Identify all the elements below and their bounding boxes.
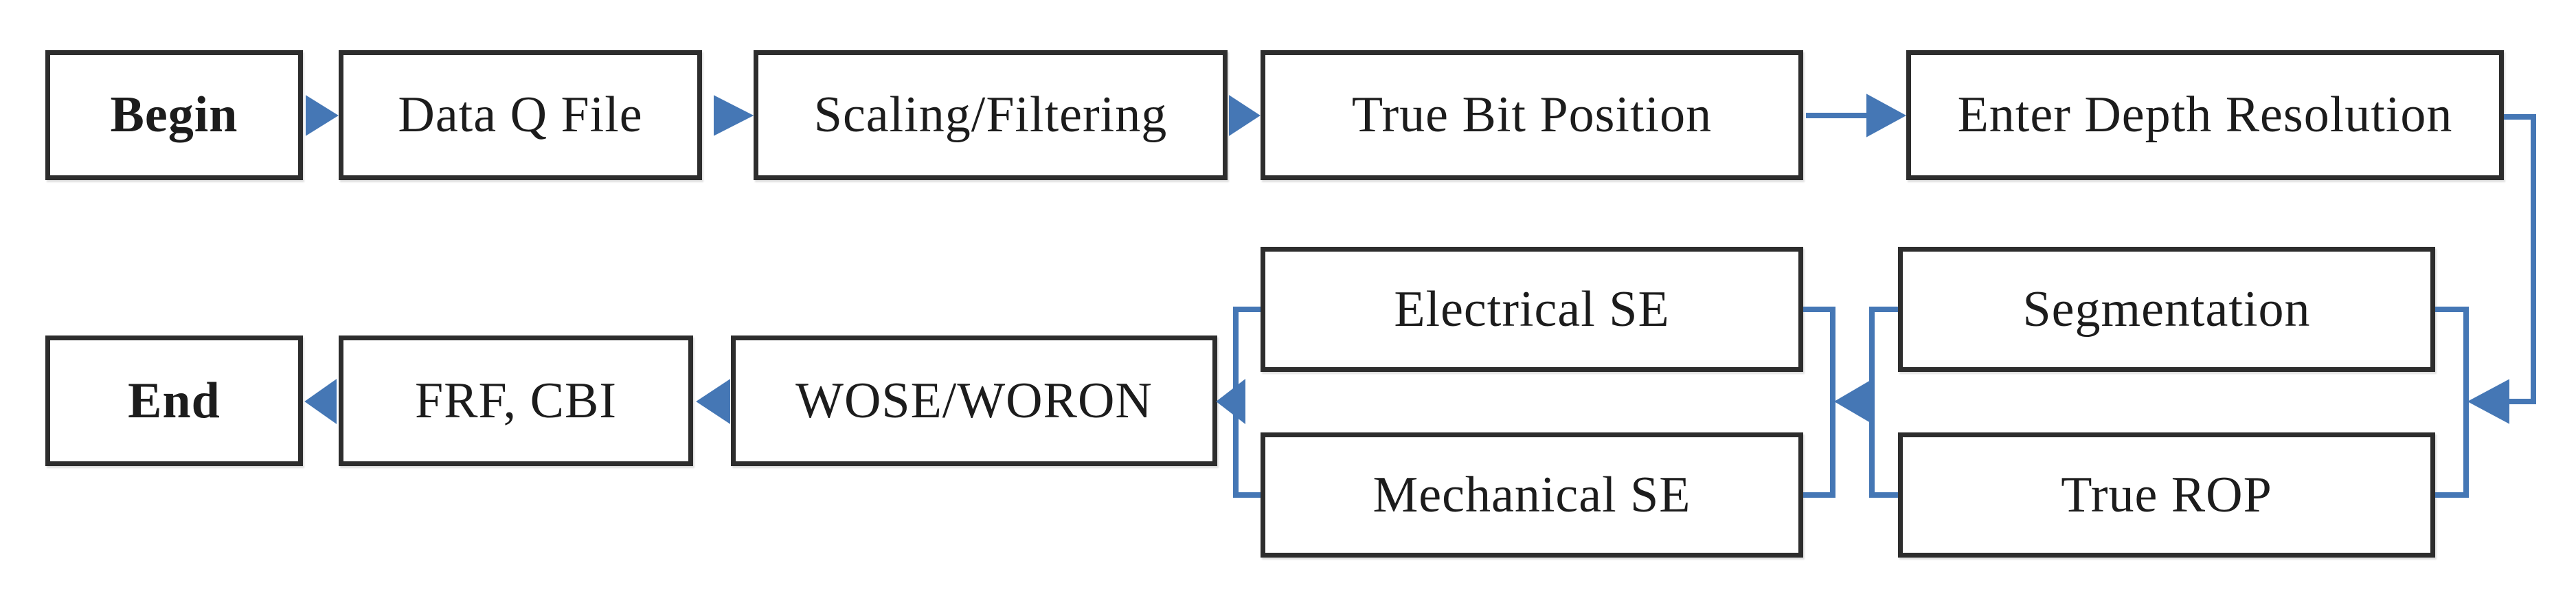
node-end-label: End bbox=[128, 372, 221, 429]
node-electrical-se-label: Electrical SE bbox=[1394, 280, 1670, 338]
node-enter-depth-resolution-label: Enter Depth Resolution bbox=[1957, 87, 2453, 143]
node-segmentation-label: Segmentation bbox=[2022, 280, 2311, 338]
bracket-segmentation-true-rop-left bbox=[1869, 307, 1898, 498]
arrow-segmentation-group-to-se-group bbox=[1834, 379, 1873, 424]
arrow-data-q-file-to-scaling-filtering bbox=[714, 95, 754, 136]
node-data-q-file: Data Q File bbox=[339, 50, 702, 180]
node-mechanical-se-label: Mechanical SE bbox=[1372, 466, 1691, 523]
node-true-bit-position-label: True Bit Position bbox=[1351, 87, 1713, 143]
arrow-begin-to-data-q-file bbox=[306, 95, 339, 136]
connector-enter-depth-to-segmentation-group bbox=[2504, 114, 2536, 404]
node-begin-label: Begin bbox=[110, 87, 238, 143]
node-end: End bbox=[45, 336, 303, 466]
node-mechanical-se: Mechanical SE bbox=[1261, 432, 1803, 558]
arrow-enter-depth-to-segmentation-group bbox=[2467, 379, 2509, 424]
node-electrical-se: Electrical SE bbox=[1261, 247, 1803, 372]
node-segmentation: Segmentation bbox=[1898, 247, 2435, 372]
node-frf-cbi: FRF, CBI bbox=[339, 336, 693, 466]
bracket-electrical-mechanical-left bbox=[1233, 307, 1261, 498]
node-scaling-filtering-label: Scaling/Filtering bbox=[813, 87, 1168, 143]
arrow-frf-cbi-to-end bbox=[304, 379, 337, 424]
node-data-q-file-label: Data Q File bbox=[398, 87, 643, 143]
node-enter-depth-resolution: Enter Depth Resolution bbox=[1906, 50, 2504, 180]
bracket-electrical-mechanical-right bbox=[1803, 307, 1835, 498]
node-true-rop: True ROP bbox=[1898, 432, 2435, 558]
arrow-wose-woron-to-frf-cbi bbox=[696, 379, 730, 424]
arrow-se-group-to-wose-woron bbox=[1216, 378, 1245, 425]
node-wose-woron-label: WOSE/WORON bbox=[795, 372, 1153, 429]
node-frf-cbi-label: FRF, CBI bbox=[414, 372, 618, 429]
node-begin: Begin bbox=[45, 50, 303, 180]
bracket-segmentation-true-rop-right bbox=[2435, 307, 2469, 498]
arrow-scaling-filtering-to-true-bit-position bbox=[1229, 95, 1261, 136]
node-wose-woron: WOSE/WORON bbox=[731, 336, 1217, 466]
arrow-true-bit-to-enter-depth bbox=[1866, 94, 1907, 138]
node-true-bit-position: True Bit Position bbox=[1261, 50, 1803, 180]
node-scaling-filtering: Scaling/Filtering bbox=[754, 50, 1228, 180]
node-true-rop-label: True ROP bbox=[2061, 466, 2272, 523]
